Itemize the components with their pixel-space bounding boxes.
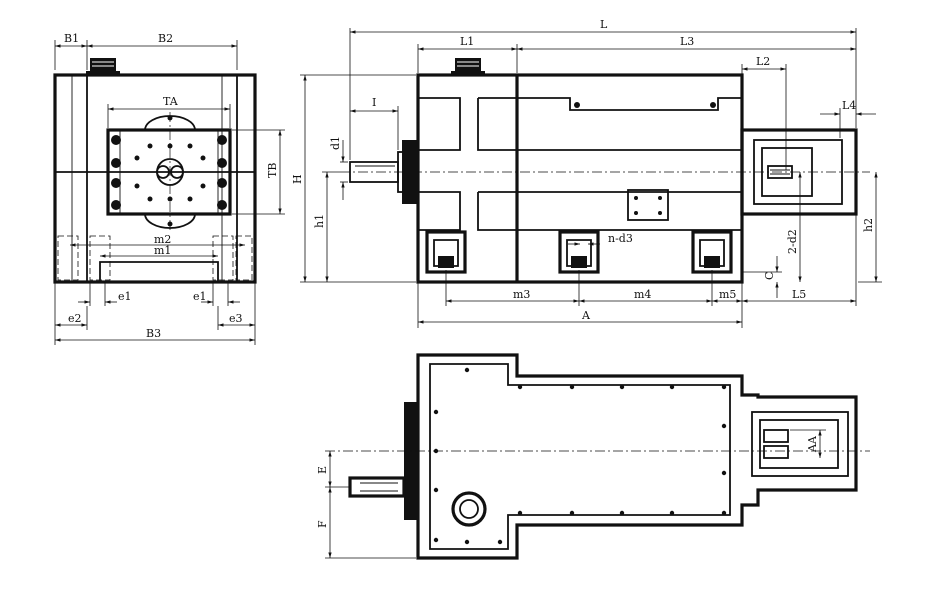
- label-A: A: [581, 309, 591, 322]
- label-h1: h1: [313, 214, 326, 228]
- dim-B1-B2: B1 B2: [54, 32, 238, 70]
- label-e3: e3: [229, 312, 243, 325]
- front-view: B1 B2 TA TB m2 m1: [53, 32, 285, 345]
- dim-B3: B3: [55, 327, 255, 342]
- dim-h2: h2: [858, 172, 882, 283]
- label-n-d3: n-d3: [608, 232, 633, 245]
- label-E: E: [316, 466, 329, 474]
- label-m3: m3: [513, 288, 530, 301]
- label-e2: e2: [68, 312, 82, 325]
- label-L3: L3: [680, 35, 694, 48]
- dim-2-d2: 2-d2: [786, 172, 802, 282]
- dim-A: A: [417, 282, 742, 328]
- dim-m2-m1: m2 m1: [70, 233, 245, 258]
- label-L5: L5: [792, 288, 806, 301]
- label-TA: TA: [163, 95, 179, 108]
- side-view: L L1 L3 L2 L4 I: [291, 18, 882, 328]
- dim-n-d3: n-d3: [568, 232, 633, 246]
- label-h2: h2: [862, 218, 875, 232]
- studs: [134, 115, 206, 227]
- label-B1: B1: [64, 32, 79, 45]
- dim-d1: d1: [329, 136, 348, 200]
- label-e1-right: e1: [193, 290, 207, 303]
- label-B2: B2: [158, 32, 173, 45]
- label-H: H: [291, 174, 304, 184]
- dim-C: C: [742, 256, 782, 298]
- dim-AA: AA: [790, 429, 826, 458]
- label-m4: m4: [634, 288, 651, 301]
- dim-L4: L4: [820, 99, 876, 138]
- label-TB: TB: [266, 163, 279, 178]
- label-F: F: [316, 520, 329, 528]
- perimeter-bolts: [433, 367, 727, 545]
- dim-h1: h1: [313, 171, 340, 282]
- feet: [425, 230, 733, 274]
- dim-TB: TB: [232, 129, 285, 215]
- dim-I: I: [350, 96, 399, 150]
- label-AA: AA: [806, 435, 819, 453]
- label-m5: m5: [719, 288, 736, 301]
- label-L2: L2: [756, 55, 770, 68]
- dim-L: L: [349, 18, 857, 160]
- label-2-d2: 2-d2: [786, 229, 799, 254]
- label-L4: L4: [842, 99, 856, 112]
- flange-bolts: [111, 135, 227, 210]
- label-C: C: [763, 272, 776, 280]
- label-I: I: [372, 96, 376, 109]
- label-d1: d1: [329, 136, 342, 150]
- label-m1: m1: [154, 244, 171, 257]
- top-view: E F AA: [316, 353, 870, 560]
- dim-L1-L3: L1 L3: [417, 35, 856, 73]
- dim-e1: e1 e1: [78, 282, 240, 306]
- label-L: L: [600, 18, 608, 31]
- label-B3: B3: [146, 327, 161, 340]
- dim-H: H: [291, 74, 416, 283]
- dim-TA: TA: [107, 95, 231, 128]
- label-m2: m2: [154, 233, 171, 246]
- dim-L2: L2: [741, 55, 787, 170]
- dim-m3-m4-m5-L5: m3 m4 m5 L5: [445, 214, 857, 328]
- dim-e2-e3: e2 e3: [54, 282, 256, 345]
- dim-E-F: E F: [316, 451, 416, 559]
- label-L1: L1: [460, 35, 474, 48]
- label-e1-left: e1: [118, 290, 132, 303]
